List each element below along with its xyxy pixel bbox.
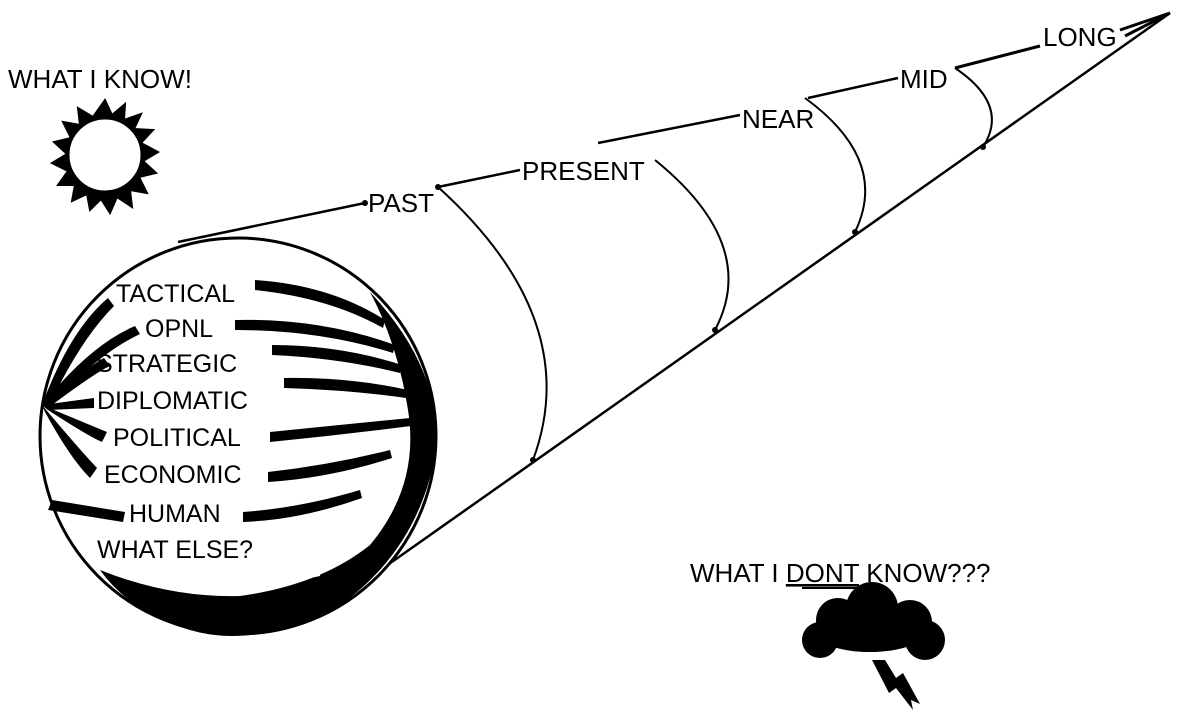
cone-top-edge (438, 170, 520, 187)
dimension-label-what-else: WHAT ELSE? (97, 536, 253, 564)
dimension-label-political: POLITICAL (113, 424, 241, 452)
horizon-label-present: PRESENT (522, 156, 645, 186)
horizon-markers (362, 144, 986, 463)
cone-top-edge (955, 46, 1040, 68)
horizon-label-long: LONG (1043, 22, 1117, 52)
dimension-label-economic: ECONOMIC (104, 461, 242, 489)
cone-top-edge (178, 203, 365, 242)
dimension-label-tactical: TACTICAL (116, 280, 235, 308)
cone-top-edge (1120, 13, 1170, 36)
storm-cloud-icon (802, 582, 945, 710)
unknown-label-prefix: WHAT I (690, 558, 786, 588)
horizon-label-mid: MID (900, 64, 948, 94)
horizon-arc-present (655, 160, 729, 330)
horizon-arc-mid (955, 68, 992, 147)
dimension-label-opnl: OPNL (145, 315, 213, 343)
lightning-bolt-icon (872, 660, 920, 710)
dimension-label-diplomatic: DIPLOMATIC (97, 387, 248, 415)
cone-top-edge (808, 78, 898, 98)
cone-top-edge (598, 115, 740, 143)
horizon-arc-past (438, 187, 547, 460)
unknown-label-emphasis: DONT (786, 558, 860, 588)
known-label: WHAT I KNOW! (8, 64, 192, 94)
sun-icon (52, 100, 158, 213)
cone-bottom-edge (355, 13, 1170, 588)
horizon-label-near: NEAR (742, 104, 814, 134)
horizon-label-past: PAST (368, 188, 434, 218)
dimension-label-strategic: STRATEGIC (96, 350, 237, 378)
unknown-label: WHAT I DONT KNOW??? (690, 558, 991, 588)
dimension-label-human: HUMAN (129, 500, 221, 528)
